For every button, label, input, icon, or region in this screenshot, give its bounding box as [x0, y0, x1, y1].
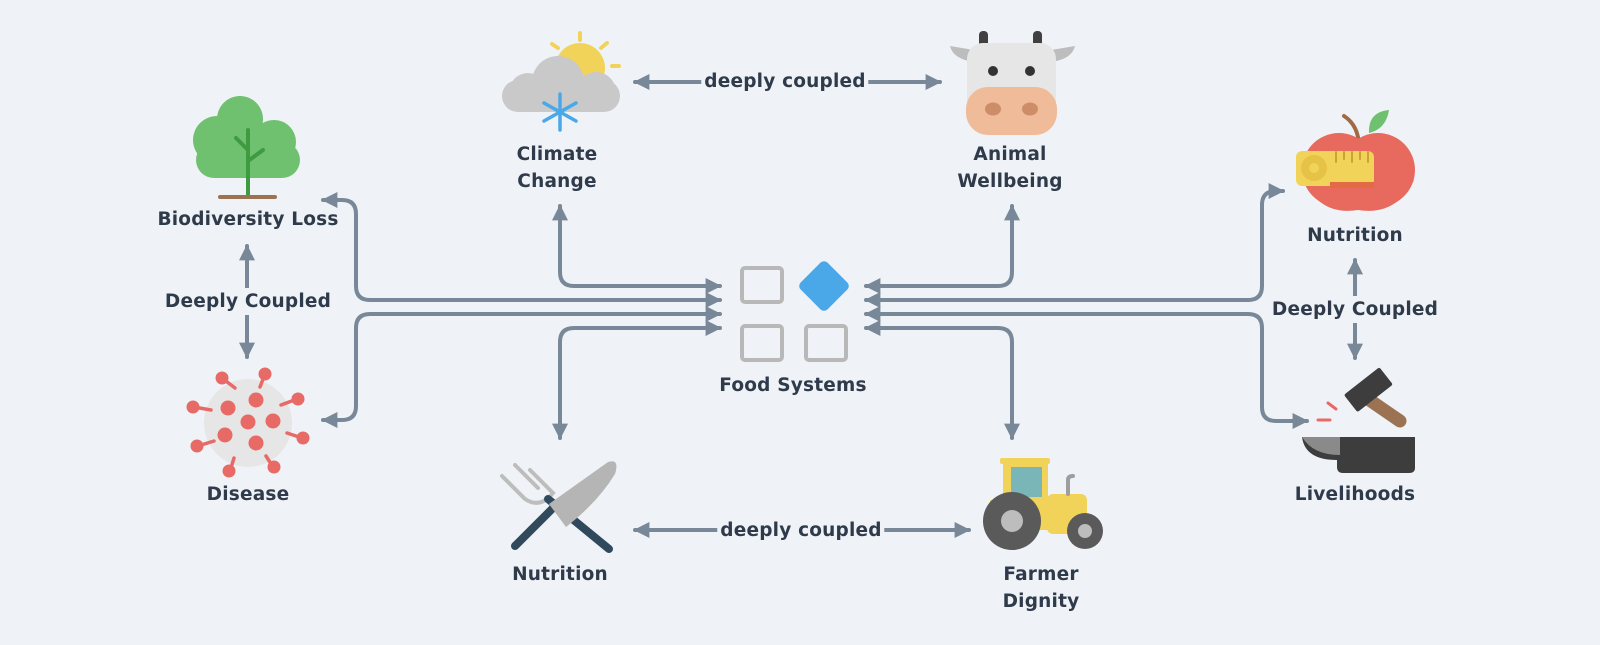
- edge-label-biodiversity-disease: Deeply Coupled: [161, 288, 335, 315]
- connector-farmer: [864, 320, 1020, 440]
- hammer-anvil-icon: [1302, 367, 1415, 473]
- connector-animal: [864, 204, 1020, 294]
- edge-label-nutrition-livelihoods: Deeply Coupled: [1268, 296, 1442, 323]
- node-label-farmer-dignity: Farmer Dignity: [1003, 561, 1080, 615]
- climate-label-line2: Change: [517, 171, 597, 192]
- edge-label-nutrition-farmer: deeply coupled: [717, 517, 885, 544]
- animal-label-line2: Wellbeing: [957, 171, 1063, 192]
- node-label-climate-change: Climate Change: [517, 141, 598, 195]
- virus-icon: [186, 367, 310, 478]
- node-label-nutrition-bottom: Nutrition: [512, 564, 608, 585]
- weather-cloud-sun-snow-icon: [502, 31, 621, 132]
- edge-label-climate-animal: deeply coupled: [701, 68, 869, 95]
- climate-label-line1: Climate: [516, 144, 598, 165]
- connector-disease: [321, 306, 722, 428]
- connector-biodiversity: [321, 192, 722, 308]
- node-label-animal-wellbeing: Animal Wellbeing: [957, 141, 1062, 195]
- tractor-icon: [983, 458, 1103, 550]
- connector-livelihoods: [864, 306, 1309, 429]
- node-label-nutrition-right: Nutrition: [1307, 225, 1403, 246]
- animal-label-line1: Animal: [973, 144, 1047, 165]
- connector-nutrition-bottom: [552, 320, 722, 440]
- fork-knife-icon: [500, 461, 617, 553]
- food-systems-grid-icon: [740, 261, 849, 362]
- cow-face-icon: [950, 31, 1075, 135]
- node-label-livelihoods: Livelihoods: [1294, 484, 1416, 505]
- tree-icon: [193, 96, 300, 199]
- connectors: [239, 74, 1363, 538]
- node-label-biodiversity-loss: Biodiversity Loss: [157, 209, 339, 230]
- apple-measuring-tape-icon: [1296, 110, 1415, 211]
- farmer-label-line1: Farmer: [1003, 564, 1079, 585]
- farmer-label-line2: Dignity: [1002, 591, 1080, 612]
- node-label-disease: Disease: [206, 484, 290, 505]
- node-label-food-systems: Food Systems: [719, 375, 867, 396]
- connector-climate: [552, 204, 722, 294]
- connector-nutrition-right: [864, 183, 1285, 308]
